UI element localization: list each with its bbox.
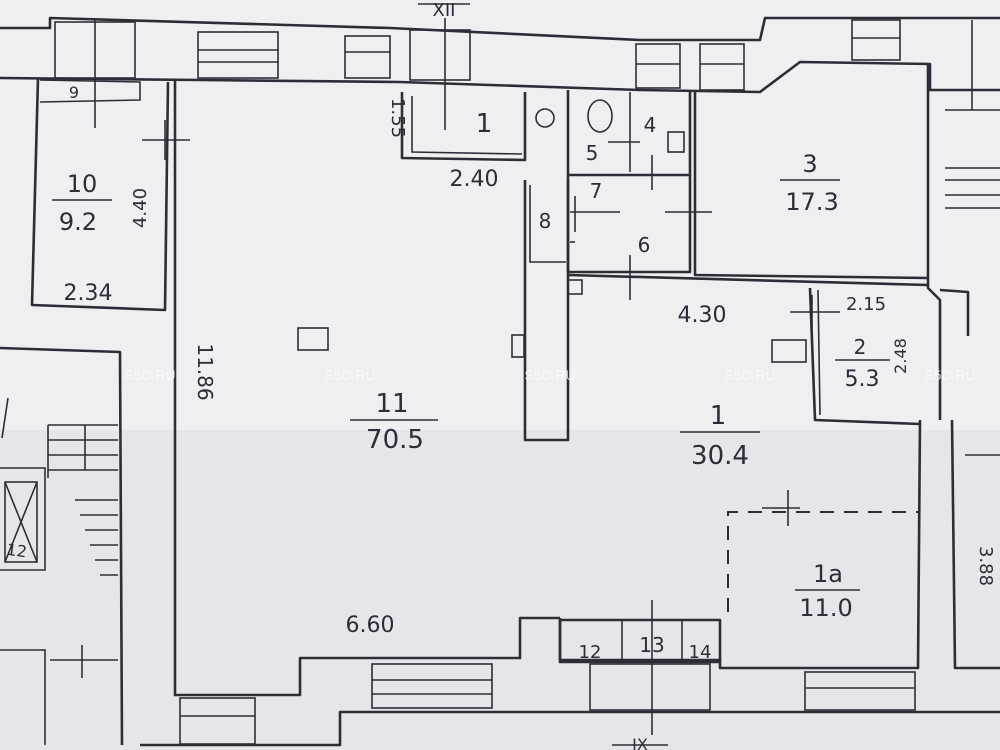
dim-2-34: 2.34: [64, 281, 113, 306]
bottom-windows: [179, 663, 916, 745]
watermark-4: S5D.RU: [724, 367, 775, 383]
small-room-7: 7: [590, 179, 603, 203]
axis-mark-top: XII: [418, 0, 470, 130]
column: [297, 327, 329, 351]
stove-icon: [667, 131, 685, 153]
dim-6-60: 6.60: [346, 613, 395, 638]
watermark-1: S5D.RU: [124, 367, 175, 383]
outer-walls: [0, 16, 1000, 747]
room-label-1a: 1a 11.0: [795, 560, 860, 622]
dim-3-88: 3.88: [975, 546, 996, 586]
left-block: [0, 346, 124, 746]
svg-text:3: 3: [802, 150, 817, 178]
small-room-8: 8: [539, 209, 552, 233]
svg-text:10: 10: [67, 170, 98, 198]
svg-text:70.5: 70.5: [366, 425, 424, 455]
svg-text:5.3: 5.3: [845, 367, 880, 392]
svg-text:11.0: 11.0: [799, 594, 852, 622]
entrance-block: [558, 618, 722, 664]
dim-1-55: 1.55: [387, 98, 408, 138]
axis-label-bottom: IX: [632, 735, 648, 750]
room-2: [771, 287, 921, 426]
svg-text:1: 1: [710, 401, 727, 431]
watermark-5: S5D.RU: [924, 367, 975, 383]
axis-mark-bottom: IX: [612, 600, 668, 750]
small-room-12-left: 12: [5, 540, 28, 562]
toilet-icon: [587, 99, 613, 133]
room-1a-boundary: [727, 490, 918, 612]
small-room-4: 4: [644, 113, 657, 137]
small-room-1: 1: [476, 109, 493, 139]
room-3: [567, 92, 929, 295]
dim-2-40: 2.40: [450, 167, 499, 192]
small-room-13: 13: [639, 633, 664, 657]
watermark-3: S5D.RU: [524, 367, 575, 383]
room-label-3: 3 17.3: [780, 150, 840, 216]
room-label-1: 1 30.4: [680, 401, 760, 471]
dim-11-86: 11.86: [193, 343, 217, 400]
shaft-icon: [4, 481, 38, 563]
right-block: [945, 20, 1000, 456]
small-room-6: 6: [638, 233, 651, 257]
sink-icon: [535, 108, 555, 128]
stair-icon: [47, 424, 118, 576]
dim-4-30: 4.30: [678, 303, 727, 328]
small-room-12: 12: [579, 642, 602, 663]
svg-text:1a: 1a: [813, 560, 843, 588]
small-room-5: 5: [586, 141, 599, 165]
svg-text:9.2: 9.2: [59, 208, 97, 236]
room-label-10: 10 9.2: [52, 170, 112, 236]
kitchen-block: [400, 92, 570, 442]
room-10: [30, 20, 190, 312]
dim-2-15: 2.15: [846, 294, 886, 315]
room-label-2: 2 5.3: [835, 335, 890, 392]
small-room-14: 14: [689, 642, 712, 663]
svg-text:2: 2: [854, 335, 867, 359]
svg-text:30.4: 30.4: [691, 441, 749, 471]
dim-2-48: 2.48: [891, 338, 910, 374]
wc-block: [566, 90, 712, 300]
room-label-11: 11 70.5: [350, 389, 438, 455]
dim-4-40: 4.40: [130, 188, 151, 228]
svg-text:11: 11: [375, 389, 408, 419]
svg-text:17.3: 17.3: [785, 188, 838, 216]
axis-label-top: XII: [433, 0, 456, 21]
small-room-9: 9: [69, 83, 79, 102]
watermark-2: S5D.RU: [324, 367, 375, 383]
